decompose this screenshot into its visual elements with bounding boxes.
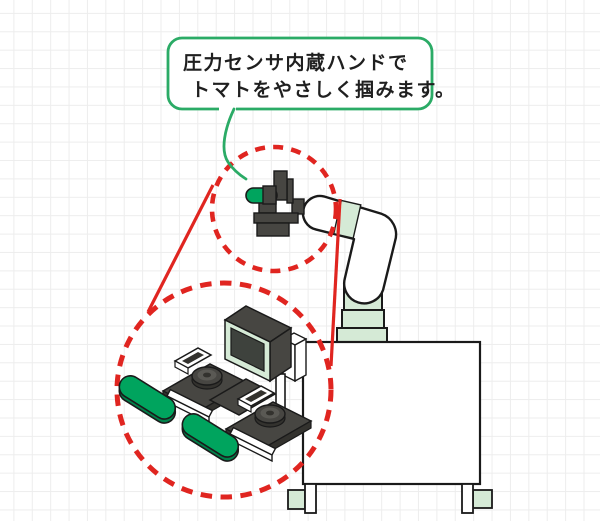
hand-bar xyxy=(253,212,299,224)
robot-arm xyxy=(301,194,398,343)
speech-bubble-tail xyxy=(222,107,248,181)
callout-text-line1: 圧力センサ内蔵ハンドで xyxy=(183,51,409,74)
robot-base-step-2 xyxy=(336,327,388,343)
zoom-circle-large xyxy=(114,280,334,500)
cart-leg-left xyxy=(304,483,317,514)
station-disc-center xyxy=(203,372,211,378)
back-box-side xyxy=(294,337,307,383)
monitor xyxy=(223,305,293,383)
robot-base-step-1 xyxy=(341,309,385,329)
station-bracket-base xyxy=(174,359,189,376)
hand-finger-cap xyxy=(262,185,277,205)
callout-text-line2: トマトをやさしく掴みます。 xyxy=(191,78,456,101)
cart-leg-right xyxy=(461,483,474,514)
station-bracket-hole xyxy=(182,352,204,364)
hand-plate xyxy=(286,178,294,204)
gripper-finger xyxy=(118,375,177,420)
speech-bubble-box xyxy=(166,36,434,111)
wrist-connector xyxy=(291,198,305,215)
hand-base-box xyxy=(256,222,290,237)
gripper-closeup xyxy=(118,305,312,466)
robot-cart xyxy=(287,340,493,514)
cart-foot-pad-right xyxy=(472,489,493,509)
cart-foot-pad-left xyxy=(287,489,306,510)
zoom-leader-line-right xyxy=(329,198,342,367)
zoom-leader-line-left xyxy=(146,184,215,313)
monitor-screen xyxy=(230,327,265,372)
speech-bubble: 圧力センサ内蔵ハンドで トマトをやさしく掴みます。 xyxy=(166,36,456,181)
gripper-end-effector xyxy=(245,170,305,237)
zoom-circle-small xyxy=(209,144,339,274)
